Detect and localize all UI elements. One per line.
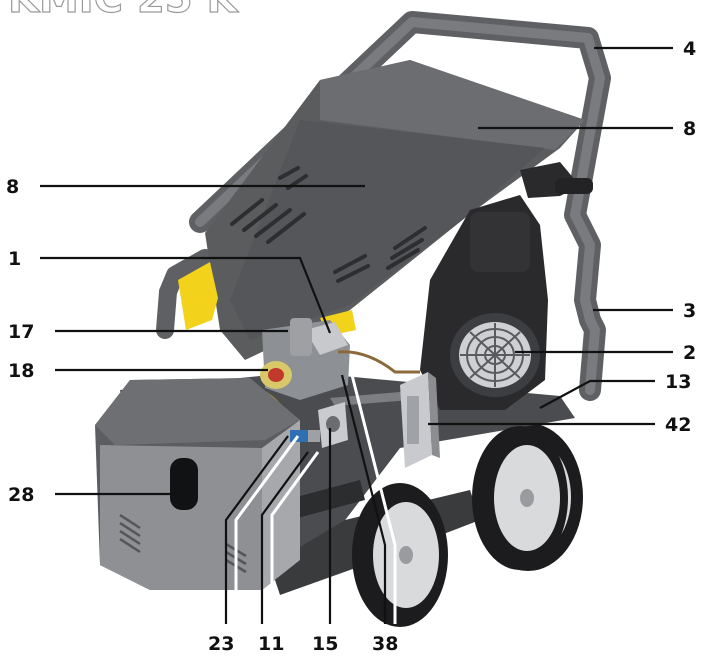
callout-28: 28	[8, 484, 34, 506]
leader-1	[40, 256, 332, 334]
callout-labels: 4 8 8 1 3 17 2 18 13 42 28 23 11 15 38	[6, 38, 696, 655]
leader-23	[224, 435, 289, 624]
vent-slots	[230, 166, 427, 283]
arrow-38	[350, 374, 397, 624]
callout-13: 13	[665, 371, 691, 393]
front-cover-box	[95, 378, 300, 590]
control-box	[400, 372, 440, 468]
machine-title: KMIC 25 K	[8, 0, 240, 22]
arrow-11	[270, 451, 320, 624]
callout-23: 23	[208, 633, 234, 655]
machine-illustration	[95, 11, 611, 627]
callout-11: 11	[258, 633, 284, 655]
leader-13	[539, 379, 655, 409]
callout-2: 2	[683, 342, 696, 364]
fan-guard	[450, 313, 540, 397]
callout-38: 38	[372, 633, 398, 655]
callout-8-left: 8	[6, 176, 19, 198]
front-wheel-left	[352, 483, 448, 627]
leader-11	[260, 451, 309, 624]
callout-42: 42	[665, 414, 691, 436]
callout-8-right: 8	[683, 118, 696, 140]
arrow-23	[234, 435, 300, 624]
callout-3: 3	[683, 300, 696, 322]
callout-17: 17	[8, 321, 34, 343]
callout-15: 15	[312, 633, 338, 655]
callout-1: 1	[8, 248, 21, 270]
callout-18: 18	[8, 360, 34, 382]
leader-lines	[40, 46, 673, 624]
callout-4: 4	[683, 38, 696, 60]
front-wheel-right	[472, 426, 568, 570]
leader-38	[340, 374, 387, 624]
